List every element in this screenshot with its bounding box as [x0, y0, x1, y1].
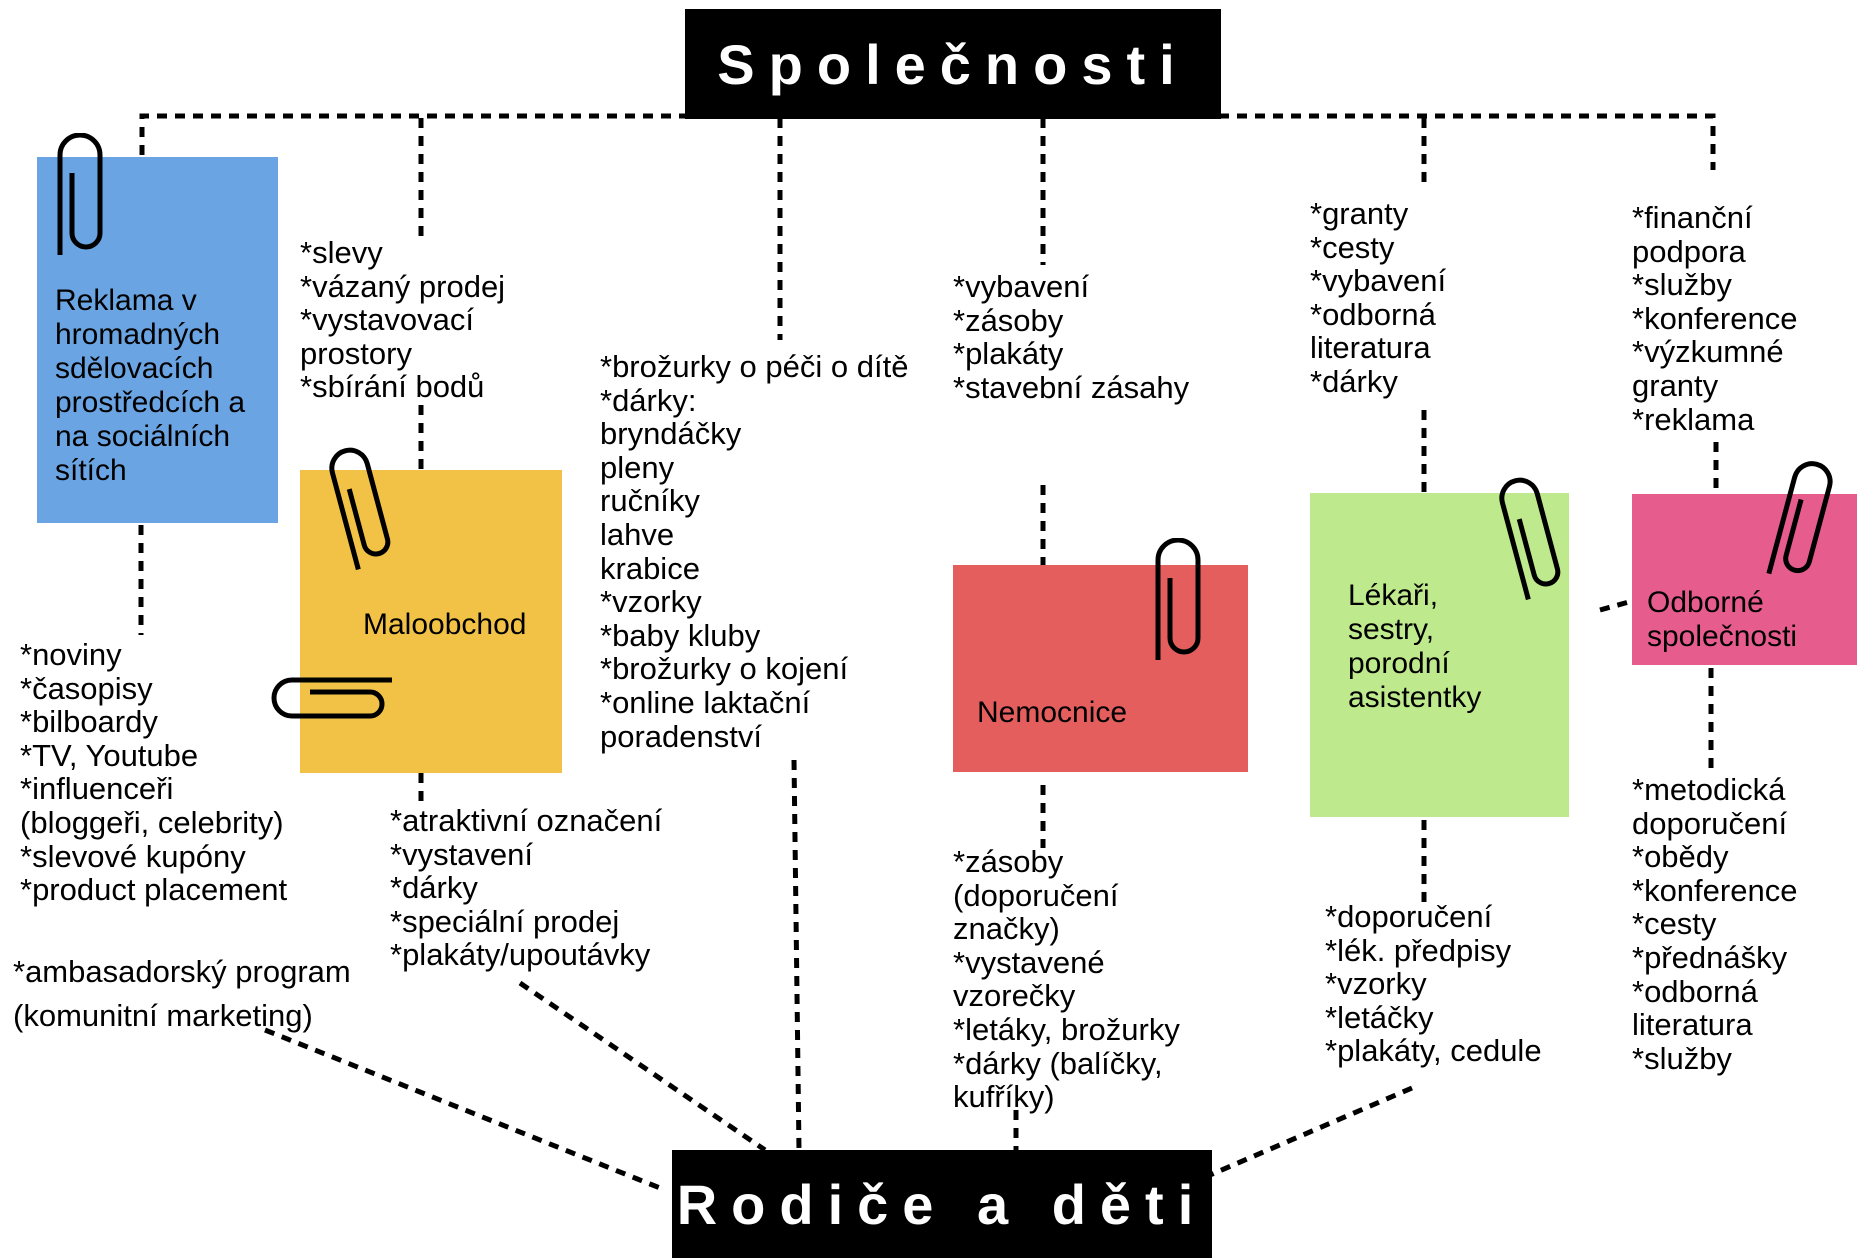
list-odborne-bottom: *metodická doporučení *obědy *konference…	[1632, 772, 1798, 1076]
note-lekari: Lékaři, sestry, porodní asistentky	[1310, 493, 1569, 817]
paperclip-icon	[329, 447, 391, 571]
ambasador-to-bottom	[264, 1027, 666, 1193]
paperclip-icon	[57, 133, 103, 255]
note-maloobchod-label: Maloobchod	[363, 608, 527, 641]
lekari-to-bottom	[1209, 1085, 1413, 1178]
note-reklama-label: Reklama v hromadných sdělovacích prostře…	[55, 284, 246, 487]
list-lekari-top: *granty *cesty *vybavení *odborná litera…	[1310, 196, 1447, 399]
top-branch-line	[139, 113, 1716, 170]
list-maloobchod-top: *slevy *vázaný prodej *vystavovací prost…	[300, 235, 506, 405]
note-lekari-label: Lékaři, sestry, porodní asistentky	[1348, 579, 1482, 714]
note-odborne-label: Odborné společnosti	[1647, 586, 1798, 653]
paperclip-icon	[1499, 477, 1561, 601]
paperclip-icon	[1155, 538, 1201, 660]
bottom-title: Rodiče a děti	[676, 1172, 1208, 1236]
top-title-box: Společnosti	[685, 9, 1221, 119]
list-center: *brožurky o péči o dítě *dárky: bryndáčk…	[600, 349, 909, 754]
note-nemocnice-label: Nemocnice	[977, 696, 1128, 729]
bottom-title-box: Rodiče a děti	[672, 1150, 1212, 1258]
list-nemocnice-bottom: *zásoby (doporučení značky) *vystavené v…	[953, 844, 1180, 1115]
paperclip-icon	[1766, 461, 1833, 575]
note-reklama: Reklama v hromadných sdělovacích prostře…	[37, 157, 278, 523]
list-odborne-top: *finanční podpora *služby *konference *v…	[1632, 200, 1798, 437]
paperclip-icon	[271, 677, 392, 719]
lekari-odborne-link	[1599, 597, 1637, 613]
center-down	[791, 759, 802, 1151]
list-maloobchod-bottom: *atraktivní označení *vystavení *dárky *…	[390, 803, 663, 973]
list-lekari-bottom: *doporučení *lék. předpisy *vzorky *letá…	[1325, 899, 1542, 1069]
list-nemocnice-top: *vybavení *zásoby *plakáty *stavební zás…	[953, 269, 1190, 405]
list-reklama-channels: *noviny *časopisy *bilboardy *TV, Youtub…	[20, 637, 288, 908]
top-title: Společnosti	[717, 32, 1189, 96]
list-ambasador: *ambasadorský program (komunitní marketi…	[13, 954, 351, 1033]
maloobchod-to-bottom	[518, 980, 767, 1153]
